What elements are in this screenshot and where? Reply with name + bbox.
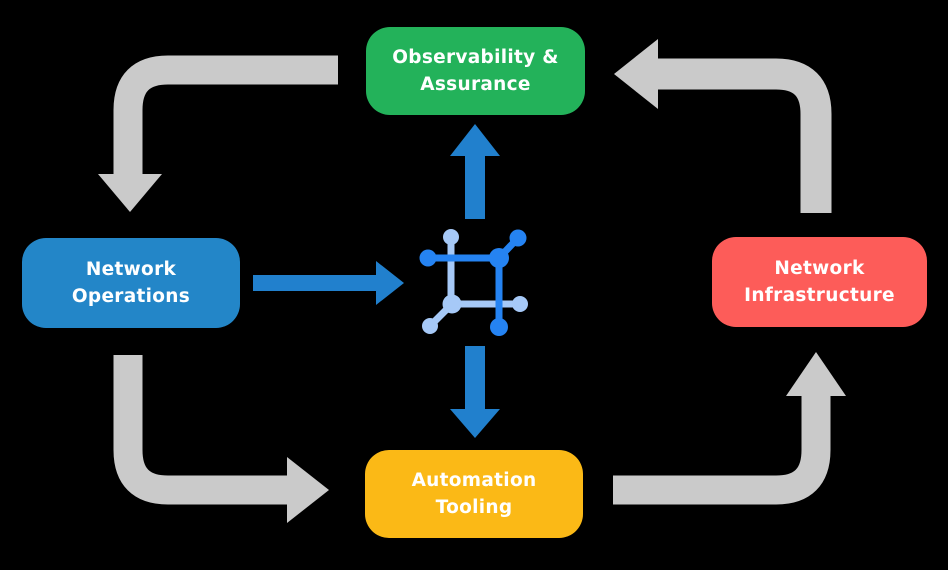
arrow-tooling-to-infrastructure [613,352,846,505]
node-network-infrastructure: Network Infrastructure [712,237,927,327]
arrow-icon-to-observability [450,124,500,219]
arrow-icon-to-tooling [450,346,500,438]
node-automation-tooling-label: Automation Tooling [411,470,537,518]
arrow-operations-to-icon [253,261,404,305]
node-network-infrastructure-label: Network Infrastructure [744,258,895,306]
arrow-operations-to-tooling [113,355,329,523]
node-network-operations: Network Operations [22,238,240,328]
node-automation-tooling: Automation Tooling [365,450,583,538]
network-mesh-icon [419,229,528,336]
node-observability-assurance-label: Observability & Assurance [392,47,559,95]
node-network-operations-label: Network Operations [71,259,191,307]
node-observability-assurance: Observability & Assurance [366,27,585,115]
arrow-infrastructure-to-observability [614,39,832,213]
arrow-observability-to-operations [98,55,338,212]
